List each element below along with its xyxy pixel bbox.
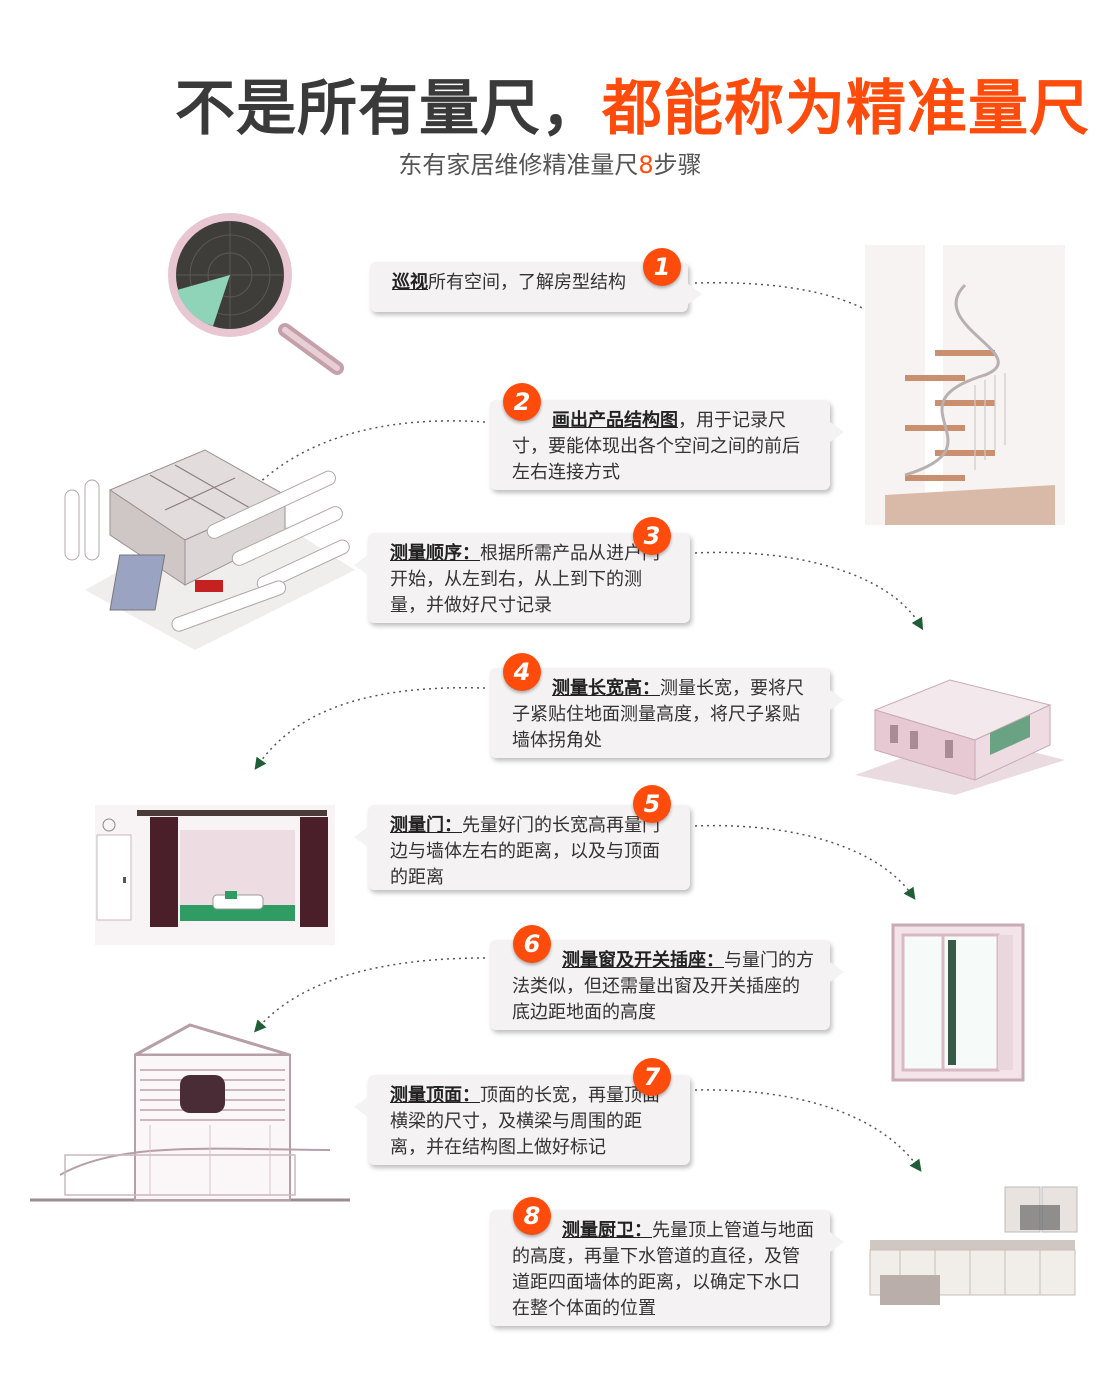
house-3d-model-image	[855, 679, 1065, 795]
step-6-keyword: 测量窗及开关插座：	[562, 950, 724, 971]
step-7-text: 顶面的长宽，再量顶面横梁的尺寸，及横梁与周围的距离，并在结构图上做好标记	[390, 1085, 660, 1158]
step-1-text: 所有空间，了解房型结构	[428, 272, 626, 293]
step-8-badge: 8	[513, 1197, 551, 1235]
living-room-door-image	[95, 805, 335, 945]
arrow-2	[245, 420, 486, 497]
step-8-text: 先量顶上管道与地面的高度，再量下水管道的直径，及管道距四面墙体的距离，以确定下水…	[512, 1220, 814, 1319]
step-3-badge: 3	[633, 517, 671, 555]
step-7-badge: 7	[633, 1058, 671, 1096]
step-3-text: 根据所需产品从进户门开始，从左到右，从上到下的测量，并做好尺寸记录	[390, 543, 660, 616]
step-5-badge: 5	[633, 785, 671, 823]
arrow-4	[254, 686, 486, 770]
step-8-keyword: 测量厨卫：	[562, 1220, 652, 1241]
step-2-keyword: 画出产品结构图	[552, 410, 678, 431]
arrow-3	[694, 551, 924, 631]
step-2-bubble: 画出产品结构图，用于记录尺寸，要能体现出各个空间之间的前后左右连接方式	[490, 400, 844, 490]
subtitle-number: 8	[638, 151, 654, 179]
step-4-keyword: 测量长宽高：	[552, 678, 660, 699]
step-2-badge: 2	[503, 383, 541, 421]
step-3-keyword: 测量顺序：	[390, 543, 480, 564]
arrow-6	[254, 957, 486, 1033]
subtitle-suffix: 步骤	[653, 151, 702, 179]
step-5-text: 先量好门的长宽高再量门边与墙体左右的距离，以及与顶面的距离	[390, 815, 660, 888]
step-5-bubble: 测量门：先量好门的长宽高再量门边与墙体左右的距离，以及与顶面的距离	[354, 805, 690, 890]
step-7-bubble: 测量顶面：顶面的长宽，再量顶面横梁的尺寸，及横梁与周围的距离，并在结构图上做好标…	[354, 1075, 690, 1165]
title-dark: 不是所有量尺，	[175, 74, 602, 144]
step-4-bubble: 测量长宽高：测量长宽，要将尺子紧贴住地面测量高度，将尺子紧贴墙体拐角处	[490, 668, 844, 758]
step-4-badge: 4	[503, 653, 541, 691]
arrow-7	[694, 1089, 922, 1172]
kitchen-image	[860, 1185, 1080, 1310]
step-1-keyword: 巡视	[392, 272, 428, 293]
arrow-5	[694, 824, 916, 900]
floor-plan-model-image	[64, 449, 355, 650]
step-6-badge: 6	[513, 925, 551, 963]
step-1-bubble: 巡视所有空间，了解房型结构	[370, 262, 702, 312]
step-6-text: 与量门的方法类似，但还需量出窗及开关插座的底边距地面的高度	[512, 950, 814, 1023]
step-5-keyword: 测量门：	[390, 815, 462, 836]
page-title: 不是所有量尺，都能称为精准量尺	[175, 60, 1090, 144]
page-subtitle: 东有家居维修精准量尺8步骤	[0, 145, 1100, 180]
step-4-text: 测量长宽，要将尺子紧贴住地面测量高度，将尺子紧贴墙体拐角处	[512, 678, 804, 751]
step-6-bubble: 测量窗及开关插座：与量门的方法类似，但还需量出窗及开关插座的底边距地面的高度	[490, 940, 844, 1030]
subtitle-prefix: 东有家居维修精准量尺	[398, 151, 639, 179]
building-elevation-image	[30, 1023, 350, 1202]
step-7-keyword: 测量顶面：	[390, 1085, 480, 1106]
title-red: 都能称为精准量尺	[602, 74, 1090, 144]
step-8-bubble: 测量厨卫：先量顶上管道与地面的高度，再量下水管道的直径，及管道距四面墙体的距离，…	[490, 1210, 844, 1326]
spiral-staircase-image	[865, 245, 1065, 525]
window-frame-image	[891, 923, 1025, 1082]
step-2-text: ，用于记录尺寸，要能体现出各个空间之间的前后左右连接方式	[512, 410, 800, 483]
magnifier-icon	[168, 213, 344, 375]
step-1-badge: 1	[643, 248, 681, 286]
